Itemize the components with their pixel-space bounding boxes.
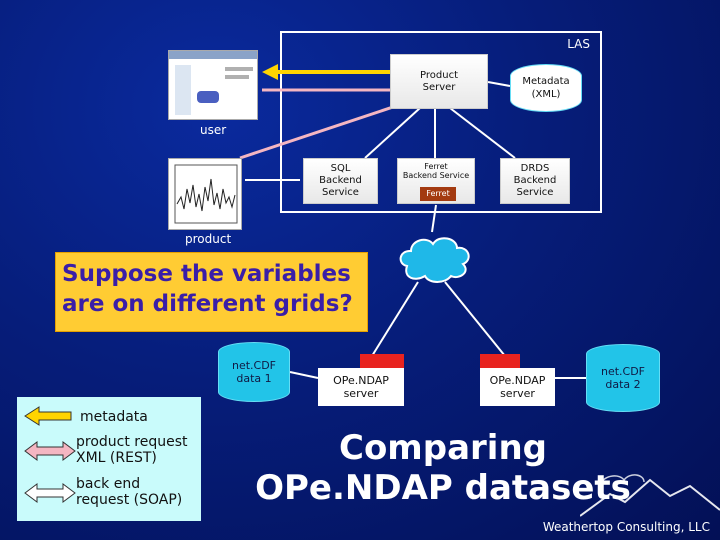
legend-request-arrow-icon xyxy=(25,442,75,460)
legend-backend-request-label: back end request (SOAP) xyxy=(76,476,182,508)
browser-titlebar xyxy=(169,51,257,59)
mountain-logo-icon xyxy=(580,466,720,520)
opendap-server-2: OPe.NDAP server xyxy=(480,354,555,406)
product-label: product xyxy=(185,232,231,246)
server-drds-link xyxy=(450,108,515,158)
opendap-body-2: OPe.NDAP server xyxy=(480,368,555,406)
ferret-inner-box: Ferret xyxy=(420,187,456,201)
browser-text-line xyxy=(225,67,253,71)
metadata-cylinder: Metadata (XML) xyxy=(510,64,582,112)
drds-backend-node: DRDS Backend Service xyxy=(500,158,570,204)
cloud-opendap2-link xyxy=(445,282,505,356)
browser-sidebar xyxy=(175,65,191,115)
server-metadata-link xyxy=(488,82,510,86)
browser-map xyxy=(197,91,219,103)
opendap-body-1: OPe.NDAP server xyxy=(318,368,404,406)
netcdf-data-2-cylinder: net.CDF data 2 xyxy=(586,344,660,412)
cloud-opendap1-link xyxy=(372,282,418,356)
netcdf-data-1-cylinder: net.CDF data 1 xyxy=(218,342,290,402)
sql-backend-node: SQL Backend Service xyxy=(303,158,378,204)
network-cloud-icon xyxy=(395,232,475,284)
user-browser-thumbnail xyxy=(168,50,258,120)
server-sql-link xyxy=(365,108,420,158)
legend-product-request-label: product request XML (REST) xyxy=(76,434,188,466)
opendap-server-1: OPe.NDAP server xyxy=(318,354,404,406)
product-server-node: Product Server xyxy=(390,54,488,109)
credit-text: Weathertop Consulting, LLC xyxy=(543,520,710,534)
legend-metadata-label: metadata xyxy=(80,409,148,425)
opendap-cap-1 xyxy=(360,354,404,368)
question-callout-text: Suppose the variables are on different g… xyxy=(62,259,367,319)
ferret-cloud-link xyxy=(432,205,436,232)
product-plot-graphic xyxy=(169,159,241,229)
legend-metadata-arrow-icon xyxy=(25,407,71,425)
legend-backend-arrow-icon xyxy=(25,484,75,502)
opendap-cap-2 xyxy=(480,354,520,368)
legend-box: metadata product request XML (REST) back… xyxy=(17,397,201,521)
request-link-2 xyxy=(240,102,408,158)
browser-text-line xyxy=(225,75,249,79)
opendap1-netcdf1-link xyxy=(290,372,318,378)
legend-arrows xyxy=(23,405,79,515)
ferret-backend-label: Ferret Backend Service xyxy=(403,162,469,180)
user-label: user xyxy=(200,123,226,137)
metadata-arrowhead xyxy=(262,64,278,80)
product-plot-thumbnail xyxy=(168,158,242,230)
